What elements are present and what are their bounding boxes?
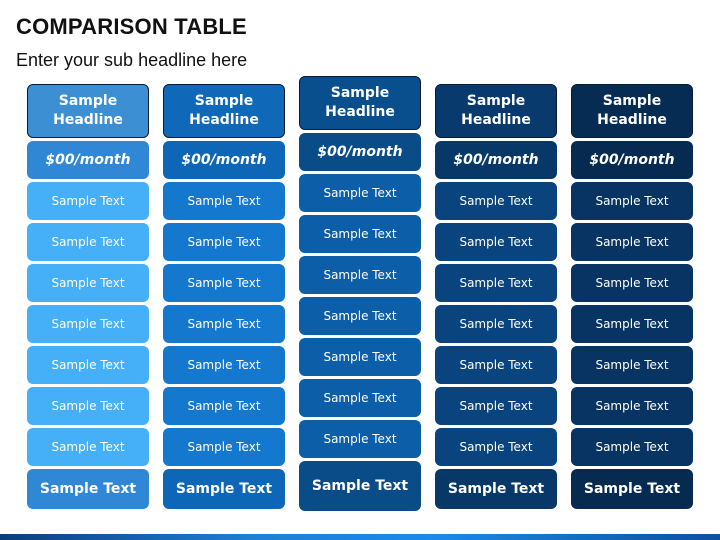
column-footer: Sample Text	[299, 461, 421, 511]
feature-row: Sample Text	[299, 297, 421, 335]
feature-row: Sample Text	[435, 346, 557, 384]
column-price: $00/month	[299, 133, 421, 171]
page-title: COMPARISON TABLE	[16, 14, 247, 39]
column-headline: Sample Headline	[163, 84, 285, 138]
feature-row: Sample Text	[571, 305, 693, 343]
column-price: $00/month	[571, 141, 693, 179]
page-subtitle: Enter your sub headline here	[16, 50, 248, 70]
feature-row: Sample Text	[299, 379, 421, 417]
feature-row: Sample Text	[299, 338, 421, 376]
column-footer: Sample Text	[571, 469, 693, 509]
column-headline: Sample Headline	[571, 84, 693, 138]
feature-row: Sample Text	[571, 223, 693, 261]
feature-row: Sample Text	[299, 215, 421, 253]
feature-row: Sample Text	[571, 387, 693, 425]
feature-row: Sample Text	[27, 223, 149, 261]
feature-row: Sample Text	[163, 305, 285, 343]
column-price: $00/month	[435, 141, 557, 179]
feature-row: Sample Text	[435, 305, 557, 343]
feature-row: Sample Text	[435, 428, 557, 466]
column-headline-text: Sample Headline	[53, 93, 123, 128]
feature-row: Sample Text	[435, 223, 557, 261]
column-headline-text: Sample Headline	[189, 93, 259, 128]
feature-row: Sample Text	[299, 256, 421, 294]
feature-row: Sample Text	[571, 182, 693, 220]
feature-row: Sample Text	[571, 264, 693, 302]
feature-row: Sample Text	[163, 182, 285, 220]
feature-row: Sample Text	[163, 264, 285, 302]
feature-row: Sample Text	[27, 428, 149, 466]
feature-row: Sample Text	[27, 346, 149, 384]
feature-row: Sample Text	[27, 387, 149, 425]
column-footer: Sample Text	[163, 469, 285, 509]
column-headline: Sample Headline	[299, 76, 421, 130]
feature-row: Sample Text	[27, 182, 149, 220]
feature-row: Sample Text	[163, 346, 285, 384]
feature-row: Sample Text	[571, 346, 693, 384]
feature-row: Sample Text	[571, 428, 693, 466]
column-headline-text: Sample Headline	[461, 93, 531, 128]
column-price: $00/month	[163, 141, 285, 179]
feature-row: Sample Text	[163, 387, 285, 425]
column-headline-text: Sample Headline	[325, 85, 395, 120]
feature-row: Sample Text	[27, 264, 149, 302]
feature-row: Sample Text	[299, 174, 421, 212]
column-footer: Sample Text	[27, 469, 149, 509]
feature-row: Sample Text	[163, 428, 285, 466]
feature-row: Sample Text	[299, 420, 421, 458]
column-price: $00/month	[27, 141, 149, 179]
feature-row: Sample Text	[163, 223, 285, 261]
column-headline-text: Sample Headline	[597, 93, 667, 128]
column-headline: Sample Headline	[27, 84, 149, 138]
column-headline: Sample Headline	[435, 84, 557, 138]
feature-row: Sample Text	[435, 264, 557, 302]
bottom-accent-bar	[0, 534, 720, 540]
feature-row: Sample Text	[27, 305, 149, 343]
feature-row: Sample Text	[435, 387, 557, 425]
column-footer: Sample Text	[435, 469, 557, 509]
feature-row: Sample Text	[435, 182, 557, 220]
